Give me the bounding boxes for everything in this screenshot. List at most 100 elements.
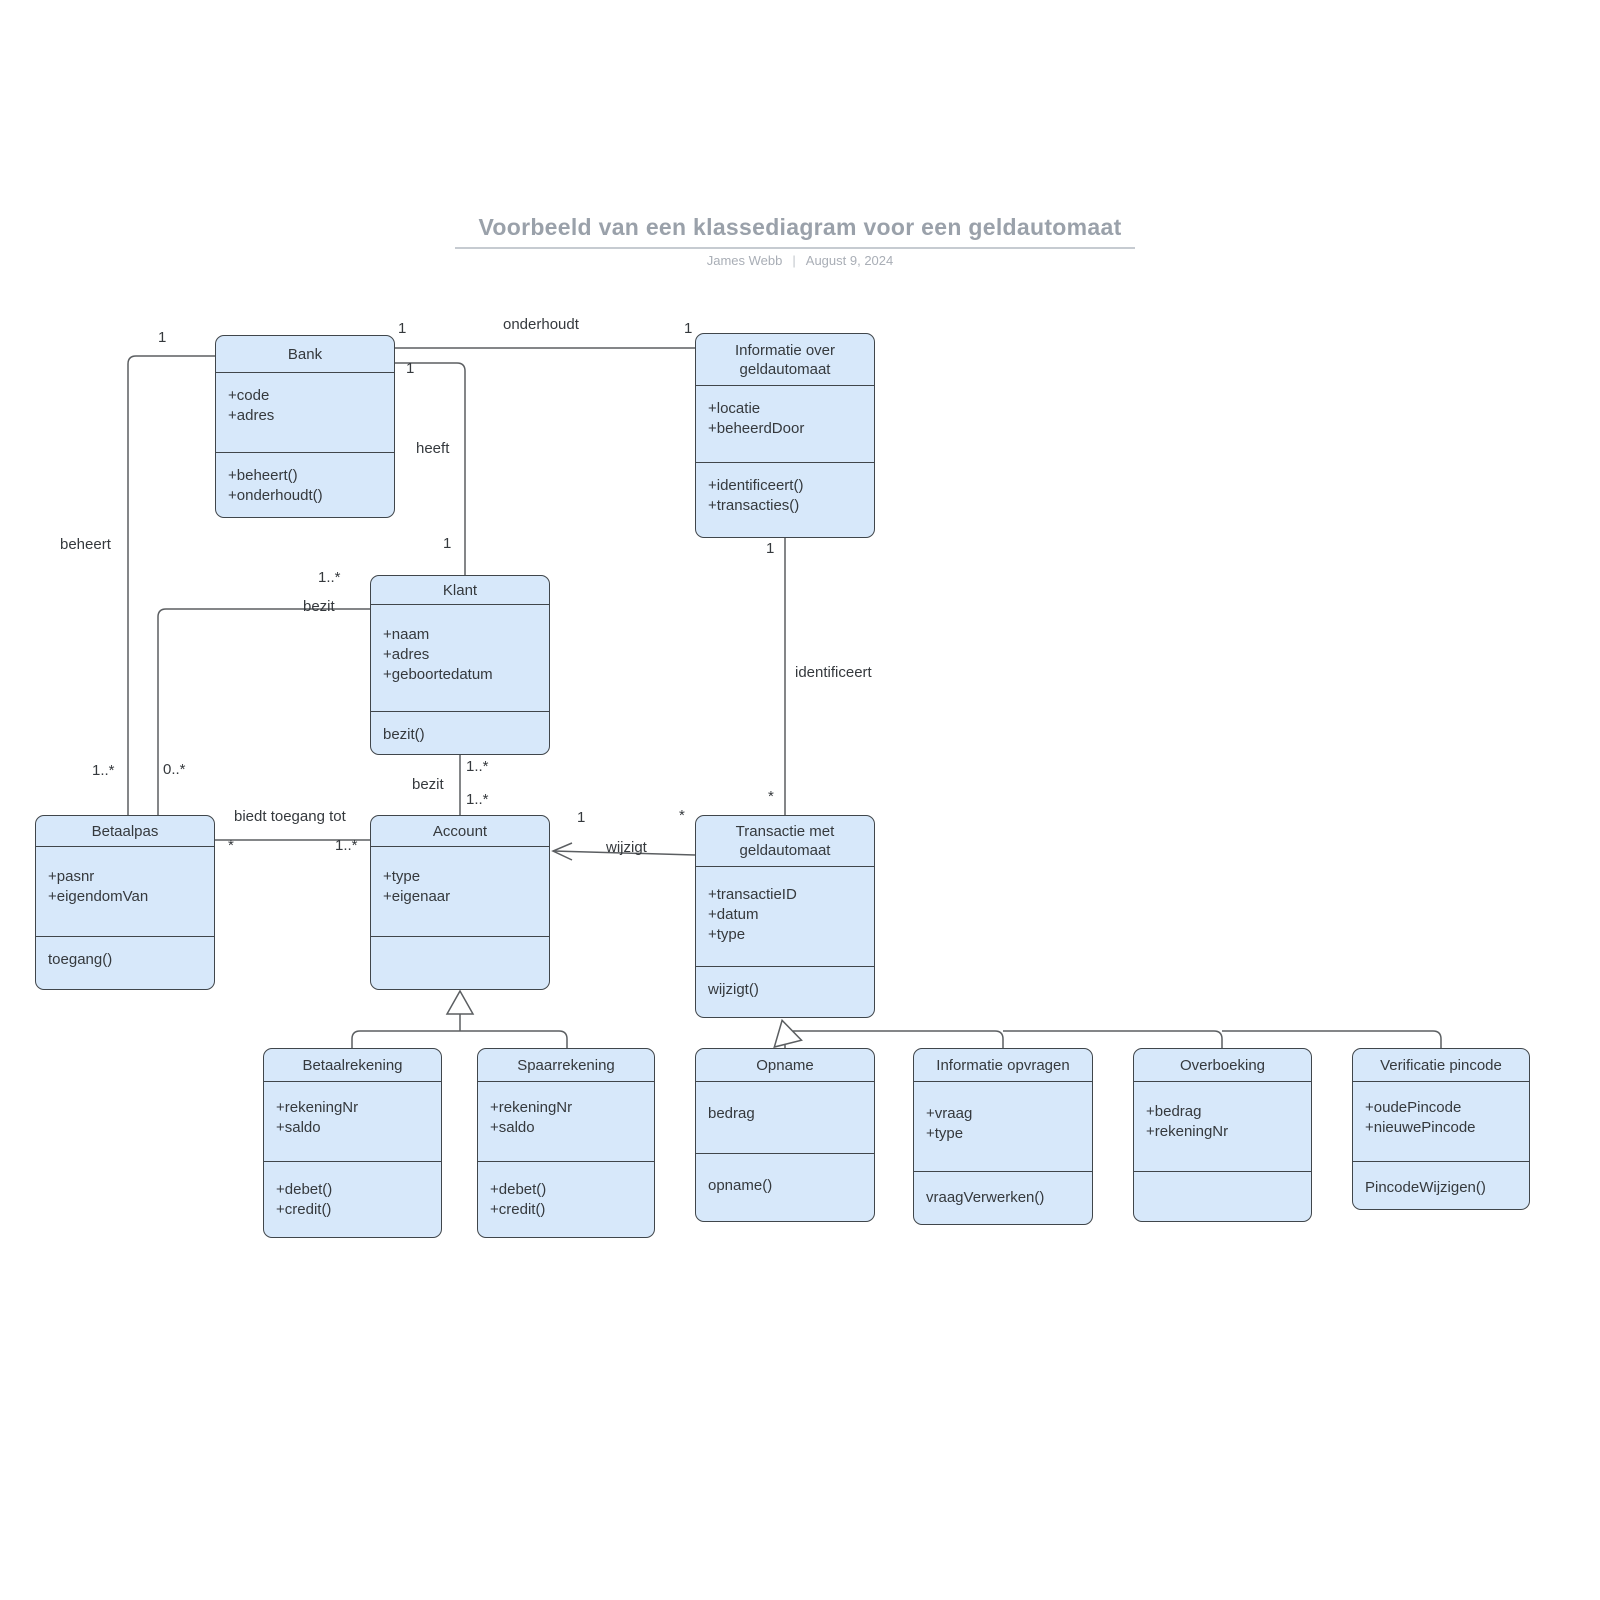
class-betaalpas[interactable]: Betaalpas +pasnr +eigendomVan toegang() [35, 815, 215, 990]
attr-row: +saldo [276, 1119, 321, 1136]
page-title: Voorbeeld van een klassediagram voor een… [478, 214, 1122, 240]
method-row: +beheert() [228, 467, 298, 484]
class-title: Betaalpas [36, 816, 214, 847]
class-betaalrekening[interactable]: Betaalrekening +rekeningNr +saldo +debet… [263, 1048, 442, 1238]
methods-compartment: +beheert() +onderhoudt() [216, 453, 394, 517]
method-row: vraagVerwerken() [926, 1189, 1045, 1206]
methods-compartment: opname() [696, 1154, 874, 1221]
attr-row: +rekeningNr [1146, 1123, 1229, 1140]
class-transactie[interactable]: Transactie met geldautomaat +transactieI… [695, 815, 875, 1018]
attributes-compartment: +vraag +type [914, 1082, 1092, 1172]
attr-row: +pasnr [48, 868, 95, 885]
association-label: beheert [60, 536, 111, 553]
attributes-compartment: bedrag [696, 1082, 874, 1154]
attr-row: +geboortedatum [383, 666, 493, 683]
edge-beheert [127, 355, 215, 815]
attr-row: +adres [383, 646, 430, 663]
attr-row: +eigendomVan [48, 888, 149, 905]
association-label: wijzigt [606, 839, 647, 856]
methods-compartment: PincodeWijzigen() [1353, 1162, 1529, 1209]
title-underline [455, 247, 1135, 249]
date-text: August 9, 2024 [805, 253, 894, 268]
gen-account-branches [351, 1030, 568, 1048]
multiplicity-label: 1..* [92, 762, 115, 779]
class-title: Betaalrekening [264, 1049, 441, 1082]
attributes-compartment: +pasnr +eigendomVan [36, 847, 214, 937]
class-spaarrekening[interactable]: Spaarrekening +rekeningNr +saldo +debet(… [477, 1048, 655, 1238]
class-title: Opname [696, 1049, 874, 1082]
multiplicity-label: * [679, 807, 685, 824]
multiplicity-label: * [228, 837, 234, 854]
attributes-compartment: +bedrag +rekeningNr [1134, 1082, 1311, 1172]
method-row: opname() [708, 1177, 773, 1194]
class-overboeking[interactable]: Overboeking +bedrag +rekeningNr [1133, 1048, 1312, 1222]
association-label: identificeert [795, 664, 872, 681]
attributes-compartment: +naam +adres +geboortedatum [371, 605, 549, 712]
attr-row: +saldo [490, 1119, 535, 1136]
method-row: +credit() [490, 1201, 546, 1218]
association-label: bezit [303, 598, 335, 615]
attr-row: +oudePincode [1365, 1099, 1462, 1116]
method-row: +onderhoudt() [228, 487, 323, 504]
multiplicity-label: 1 [443, 535, 452, 552]
attr-row: +rekeningNr [276, 1099, 359, 1116]
attr-row: +vraag [926, 1105, 973, 1122]
generalization-triangle-transactie [773, 1018, 803, 1049]
author-name: James Webb [706, 253, 783, 268]
attr-row: +naam [383, 626, 430, 643]
methods-compartment: bezit() [371, 712, 549, 754]
class-account[interactable]: Account +type +eigenaar [370, 815, 550, 990]
edge-bezit-betaalpas [157, 608, 370, 815]
method-row: +debet() [490, 1181, 547, 1198]
association-label: onderhoudt [503, 316, 579, 333]
method-row: toegang() [48, 951, 113, 968]
open-arrowhead-icon [551, 842, 573, 861]
gen-transactie-branch-verificatie [1222, 1030, 1442, 1048]
methods-compartment: vraagVerwerken() [914, 1172, 1092, 1224]
class-title: Klant [371, 576, 549, 605]
association-label: heeft [416, 440, 450, 457]
attr-row: +type [383, 868, 421, 885]
class-title: Spaarrekening [478, 1049, 654, 1082]
multiplicity-label: 1 [684, 320, 693, 337]
methods-compartment [371, 937, 549, 989]
attr-row: +beheerdDoor [708, 420, 805, 437]
attr-row: +rekeningNr [490, 1099, 573, 1116]
edge-heeft [395, 362, 466, 575]
attributes-compartment: +type +eigenaar [371, 847, 549, 937]
attr-row: +bedrag [1146, 1103, 1202, 1120]
attr-row: +type [708, 926, 746, 943]
class-opname[interactable]: Opname bedrag opname() [695, 1048, 875, 1222]
methods-compartment: +debet() +credit() [478, 1162, 654, 1237]
generalization-triangle-account [445, 989, 475, 1015]
attr-row: +locatie [708, 400, 761, 417]
class-verificatie-pincode[interactable]: Verificatie pincode +oudePincode +nieuwe… [1352, 1048, 1530, 1210]
byline-separator: | [792, 253, 796, 268]
methods-compartment: +debet() +credit() [264, 1162, 441, 1237]
byline: James Webb | August 9, 2024 [0, 253, 1600, 268]
class-title: Verificatie pincode [1353, 1049, 1529, 1082]
gen-transactie-branch-overboeking [1003, 1030, 1223, 1048]
methods-compartment [1134, 1172, 1311, 1221]
methods-compartment: wijzigt() [696, 967, 874, 1017]
attr-row: +nieuwePincode [1365, 1119, 1476, 1136]
class-title: Informatie opvragen [914, 1049, 1092, 1082]
method-row: PincodeWijzigen() [1365, 1179, 1486, 1196]
class-atm-info[interactable]: Informatie over geldautomaat +locatie +b… [695, 333, 875, 538]
multiplicity-label: 1..* [318, 569, 341, 586]
method-row: +identificeert() [708, 477, 804, 494]
method-row: +debet() [276, 1181, 333, 1198]
class-title: Transactie met geldautomaat [696, 816, 874, 867]
method-row: +transacties() [708, 497, 800, 514]
class-title: Informatie over geldautomaat [696, 334, 874, 386]
class-klant[interactable]: Klant +naam +adres +geboortedatum bezit(… [370, 575, 550, 755]
class-bank[interactable]: Bank +code +adres +beheert() +onderhoudt… [215, 335, 395, 518]
attr-row: +eigenaar [383, 888, 451, 905]
class-info-opvragen[interactable]: Informatie opvragen +vraag +type vraagVe… [913, 1048, 1093, 1225]
multiplicity-label: 1 [406, 360, 415, 377]
multiplicity-label: 1..* [466, 758, 489, 775]
attributes-compartment: +code +adres [216, 373, 394, 453]
class-title: Account [371, 816, 549, 847]
attributes-compartment: +locatie +beheerdDoor [696, 386, 874, 463]
